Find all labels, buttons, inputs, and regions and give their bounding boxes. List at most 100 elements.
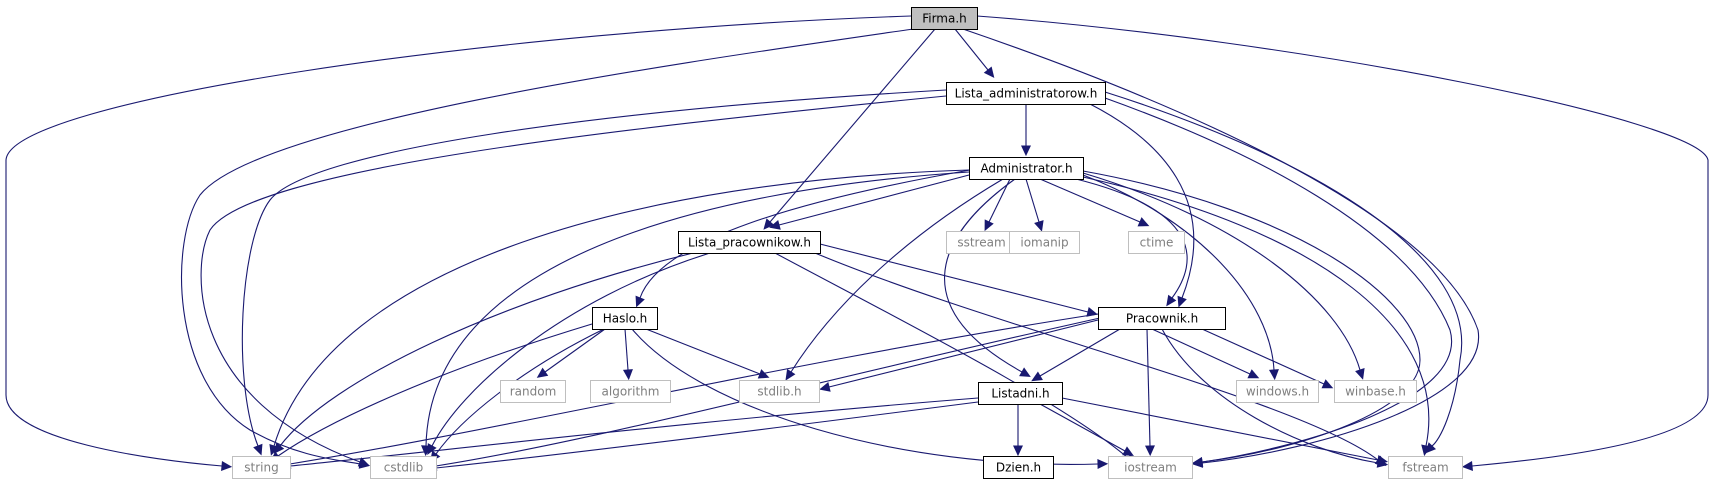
edge-arrowhead	[819, 382, 831, 392]
edge-line	[988, 178, 1011, 223]
edge-arrowhead	[1145, 445, 1155, 457]
edge-arrowhead	[1122, 446, 1134, 456]
node-box	[1236, 380, 1319, 403]
node-firma[interactable]: Firma.h	[911, 7, 978, 30]
node-label: random	[510, 385, 557, 399]
edge-arrowhead	[785, 368, 796, 381]
edge-arrowhead	[983, 66, 995, 78]
edge-line	[1039, 328, 1121, 377]
edge-firma-to-lista-admin	[954, 28, 995, 78]
edge-line	[279, 252, 694, 447]
edge-line	[1161, 328, 1379, 464]
edge-listadni-to-fstream	[1061, 397, 1388, 465]
edge-arrowhead	[253, 443, 263, 456]
edge-administrator-to-windows	[1082, 174, 1279, 381]
node-box	[978, 382, 1063, 405]
edge-arrowhead	[1191, 456, 1204, 467]
edge-arrowhead	[1268, 369, 1279, 381]
edge-arrowhead	[769, 220, 781, 230]
node-box	[911, 7, 978, 30]
edge-arrowhead	[1019, 367, 1031, 377]
node-label: Firma.h	[922, 12, 967, 26]
node-label: Pracownik.h	[1126, 312, 1198, 326]
node-lista-prac[interactable]: Lista_pracownikow.h	[678, 231, 821, 254]
node-box	[232, 456, 291, 479]
edge-lista-admin-to-cstdlib	[200, 95, 947, 467]
node-label: Haslo.h	[603, 312, 648, 326]
edge-line	[1039, 178, 1141, 223]
edge-lista-admin-to-pracownik	[1089, 103, 1195, 308]
edge-line	[200, 95, 947, 463]
edge-arrowhead	[1031, 371, 1043, 382]
edge-line	[273, 169, 970, 447]
edge-line	[645, 328, 761, 375]
node-label: cstdlib	[384, 461, 423, 475]
edge-line	[769, 28, 936, 223]
edge-firma-to-fstream	[976, 15, 1709, 471]
edge-haslo-to-stdlib	[645, 328, 770, 379]
node-box	[590, 380, 671, 403]
node-box	[678, 231, 821, 254]
node-box	[500, 380, 566, 403]
edge-arrowhead	[1355, 367, 1365, 380]
node-pracownik[interactable]: Pracownik.h	[1098, 307, 1226, 330]
edge-arrowhead	[622, 369, 633, 381]
edge-line	[639, 169, 971, 299]
edge-firma-to-string	[5, 15, 912, 471]
edge-line	[181, 27, 921, 465]
edge-line	[624, 328, 629, 371]
edge-pracownik-to-stdlib	[819, 319, 1099, 392]
node-box	[739, 380, 820, 403]
node-label: algorithm	[602, 385, 660, 399]
node-winbase: winbase.h	[1334, 380, 1417, 403]
edge-line	[1082, 174, 1275, 371]
node-windows: windows.h	[1236, 380, 1319, 403]
node-label: Lista_administratorow.h	[955, 87, 1098, 101]
node-label: stdlib.h	[757, 385, 801, 399]
edge-administrator-to-ctime	[1039, 178, 1150, 227]
edge-line	[954, 28, 989, 71]
edge-line	[241, 89, 947, 447]
edge-pracownik-to-listadni	[1031, 328, 1121, 382]
edge-line	[289, 397, 979, 467]
edge-administrator-to-fstream	[1082, 176, 1431, 457]
node-haslo[interactable]: Haslo.h	[592, 307, 658, 330]
nodes-layer: Firma.hLista_administratorow.hAdministra…	[232, 7, 1463, 479]
edge-arrowhead	[1013, 445, 1023, 457]
node-label: ctime	[1140, 236, 1174, 250]
node-administrator[interactable]: Administrator.h	[969, 157, 1084, 180]
edge-arrowhead	[1421, 444, 1431, 457]
edge-line	[435, 317, 1101, 467]
edge-line	[277, 323, 593, 457]
edge-line	[1104, 91, 1463, 447]
node-iomanip: iomanip	[1009, 231, 1080, 254]
edge-arrowhead	[1021, 145, 1031, 157]
edge-line	[1082, 170, 1421, 463]
edge-line	[959, 27, 1480, 464]
edge-lista-prac-to-string	[273, 252, 694, 454]
edge-lista-admin-to-string	[241, 89, 947, 456]
node-lista-admin[interactable]: Lista_administratorow.h	[946, 82, 1106, 105]
edge-listadni-to-dzien	[1013, 404, 1023, 457]
edge-line	[828, 319, 1099, 388]
node-label: Listadni.h	[991, 387, 1049, 401]
edge-line	[1146, 328, 1151, 447]
edge-line	[544, 328, 606, 373]
node-sstream: sstream	[946, 231, 1017, 254]
node-dzien[interactable]: Dzien.h	[983, 456, 1054, 479]
node-label: fstream	[1402, 461, 1448, 475]
node-box	[370, 456, 437, 479]
edge-administrator-to-sstream	[984, 178, 1011, 232]
node-label: iostream	[1124, 461, 1177, 475]
edge-arrowhead	[273, 442, 285, 454]
edge-arrowhead	[357, 457, 370, 467]
edge-arrowhead	[1461, 460, 1473, 471]
node-box	[1128, 231, 1185, 254]
edge-administrator-to-winbase	[1082, 172, 1365, 380]
edge-lista-prac-to-cstdlib	[427, 252, 711, 456]
edge-arrowhead	[221, 460, 233, 471]
node-string: string	[232, 456, 291, 479]
node-listadni[interactable]: Listadni.h	[978, 382, 1063, 405]
node-label: iomanip	[1020, 236, 1068, 250]
